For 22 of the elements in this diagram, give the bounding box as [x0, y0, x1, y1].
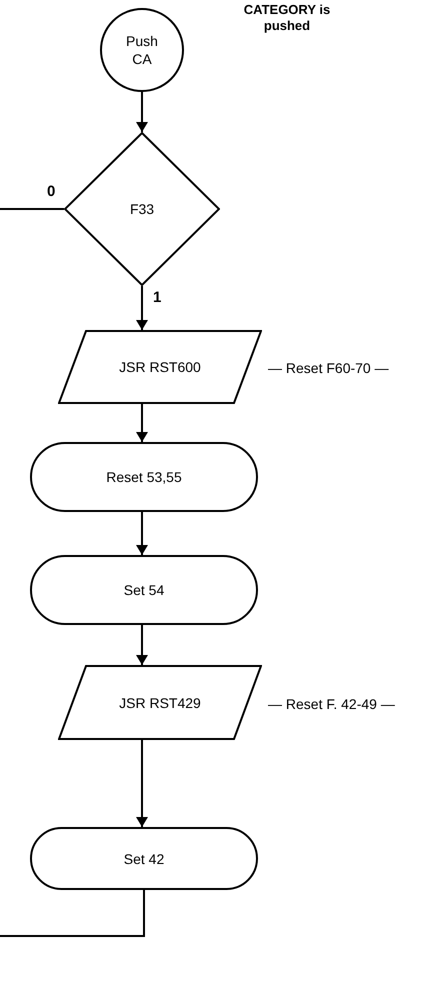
connector-arrow: [136, 92, 148, 132]
connector-arrow: [136, 740, 148, 827]
io-parallelogram: [58, 665, 262, 740]
node-label: Reset 53,55: [106, 468, 182, 486]
edge-label: 0: [46, 184, 56, 199]
decision-diamond: [64, 132, 220, 286]
annotation-text: — Reset F60-70 —: [268, 359, 389, 378]
node-label: Push CA: [126, 32, 158, 68]
node-label: F33: [130, 200, 154, 218]
node-label: Set 42: [124, 850, 164, 868]
start-circle: [100, 8, 184, 92]
connector-arrow: [136, 512, 148, 555]
annotation-text: — Reset F. 42-49 —: [268, 695, 395, 714]
connector-arrow: [136, 404, 148, 442]
node-label: Set 54: [124, 581, 164, 599]
note-text: CATEGORY is pushed: [242, 2, 332, 34]
connector-arrow: [136, 286, 148, 330]
node-label: JSR RST429: [119, 694, 201, 712]
connector-arrow: [136, 625, 148, 665]
io-parallelogram: [58, 330, 262, 404]
node-label: JSR RST600: [119, 358, 201, 376]
edge-label: 1: [152, 290, 162, 305]
